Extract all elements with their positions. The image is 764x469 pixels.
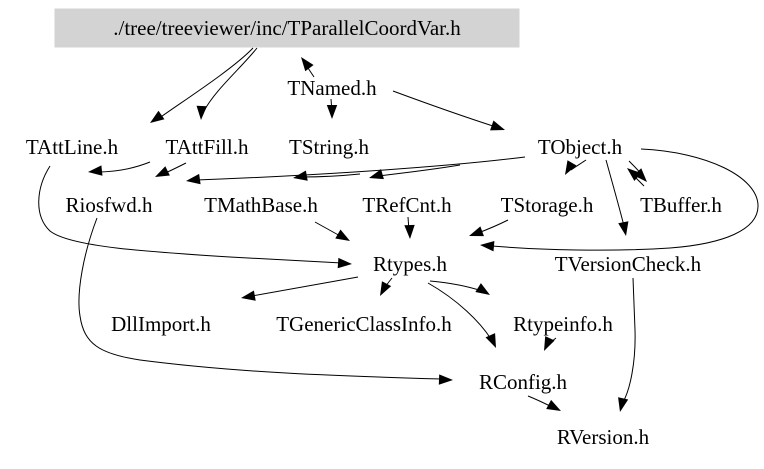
graph-node-TMathBase.h[interactable]: TMathBase.h: [204, 193, 318, 217]
arrowhead-icon: [335, 229, 350, 241]
graph-node-TStorage.h[interactable]: TStorage.h: [501, 193, 594, 217]
graph-node-TRefCnt.h[interactable]: TRefCnt.h: [362, 193, 452, 217]
arrowhead-icon: [627, 168, 642, 181]
graph-node-Rtypeinfo.h[interactable]: Rtypeinfo.h: [513, 312, 613, 336]
graph-node-TGenericClassInfo.h[interactable]: TGenericClassInfo.h: [276, 312, 452, 336]
graph-node-RVersion.h[interactable]: RVersion.h: [557, 425, 650, 449]
arrowhead-icon: [544, 336, 555, 351]
edge-TAttLine.h-to-Rtypes.h: [38, 165, 343, 264]
arrowhead-icon: [565, 160, 577, 175]
graph-node-TAttLine.h[interactable]: TAttLine.h: [26, 135, 119, 159]
arrowhead-icon: [293, 170, 308, 181]
arrowhead-icon: [480, 241, 495, 252]
arrowhead-icon: [633, 168, 647, 182]
graph-node-Rtypes.h[interactable]: Rtypes.h: [373, 252, 448, 276]
graph-node-TNamed.h[interactable]: TNamed.h: [287, 76, 377, 100]
edge-TObject.h-to-TStorage.h: [570, 159, 587, 171]
graph-node-TObject.h[interactable]: TObject.h: [538, 135, 623, 159]
graph-node-DllImport.h[interactable]: DllImport.h: [111, 312, 211, 336]
arrowhead-icon: [618, 221, 629, 236]
edge-TParallelCoordVar.h-to-TAttLine.h: [157, 47, 254, 120]
arrowhead-icon: [326, 105, 338, 119]
arrowhead-icon: [546, 399, 561, 411]
edge-Rtypes.h-to-RConfig.h: [427, 282, 492, 340]
arrowhead-icon: [618, 397, 629, 412]
arrowhead-icon: [196, 105, 207, 120]
arrowhead-icon: [301, 57, 314, 72]
arrowhead-icon: [369, 169, 384, 180]
arrowhead-icon: [490, 120, 505, 131]
arrowhead-icon: [475, 283, 490, 295]
arrowhead-icon: [438, 374, 453, 385]
edge-TMathBase.h-to-Rtypes.h: [314, 221, 343, 238]
arrowhead-icon: [150, 110, 165, 123]
highlighted-node-background: [54, 8, 520, 48]
edge-TStorage.h-to-Rtypes.h: [477, 219, 509, 234]
arrowhead-icon: [155, 166, 170, 177]
edge-Rtypes.h-to-Rtypeinfo.h: [429, 280, 483, 292]
arrowhead-icon: [88, 165, 103, 176]
edge-TVersionCheck.h-to-RVersion.h: [622, 277, 636, 403]
graph-node-TVersionCheck.h[interactable]: TVersionCheck.h: [555, 252, 702, 276]
arrowhead-icon: [380, 281, 392, 296]
graph-node-Riosfwd.h[interactable]: Riosfwd.h: [66, 193, 153, 217]
arrowhead-icon: [404, 224, 415, 239]
graph-node-TParallelCoordVar.h[interactable]: ./tree/treeviewer/inc/TParallelCoordVar.…: [113, 16, 461, 40]
graph-node-TBuffer.h[interactable]: TBuffer.h: [640, 193, 722, 217]
arrowhead-icon: [186, 173, 201, 185]
edge-Riosfwd.h-to-RConfig.h: [78, 217, 443, 380]
edge-TNamed.h-to-TObject.h: [392, 90, 497, 128]
edge-TObject.h-to-TVersionCheck.h: [605, 159, 625, 227]
arrowhead-icon: [241, 290, 256, 301]
arrowhead-icon: [469, 226, 484, 237]
graph-node-TString.h[interactable]: TString.h: [289, 135, 369, 159]
edge-Rtypes.h-to-DllImport.h: [251, 276, 359, 297]
edge-TString.h-to-TRefCnt.h: [377, 164, 461, 177]
edge-TAttFill.h-to-TAttLine.h: [96, 161, 151, 173]
graph-node-TAttFill.h[interactable]: TAttFill.h: [166, 135, 249, 159]
arrowhead-icon: [337, 257, 352, 269]
edge-TObject.h-to-Rtypes.h: [491, 148, 759, 251]
edge-TParallelCoordVar.h-to-TAttFill.h: [203, 47, 258, 112]
arrowhead-icon: [485, 333, 496, 348]
edge-TObject.h-to-Riosfwd.h: [195, 156, 526, 181]
graph-node-RConfig.h[interactable]: RConfig.h: [479, 370, 568, 394]
